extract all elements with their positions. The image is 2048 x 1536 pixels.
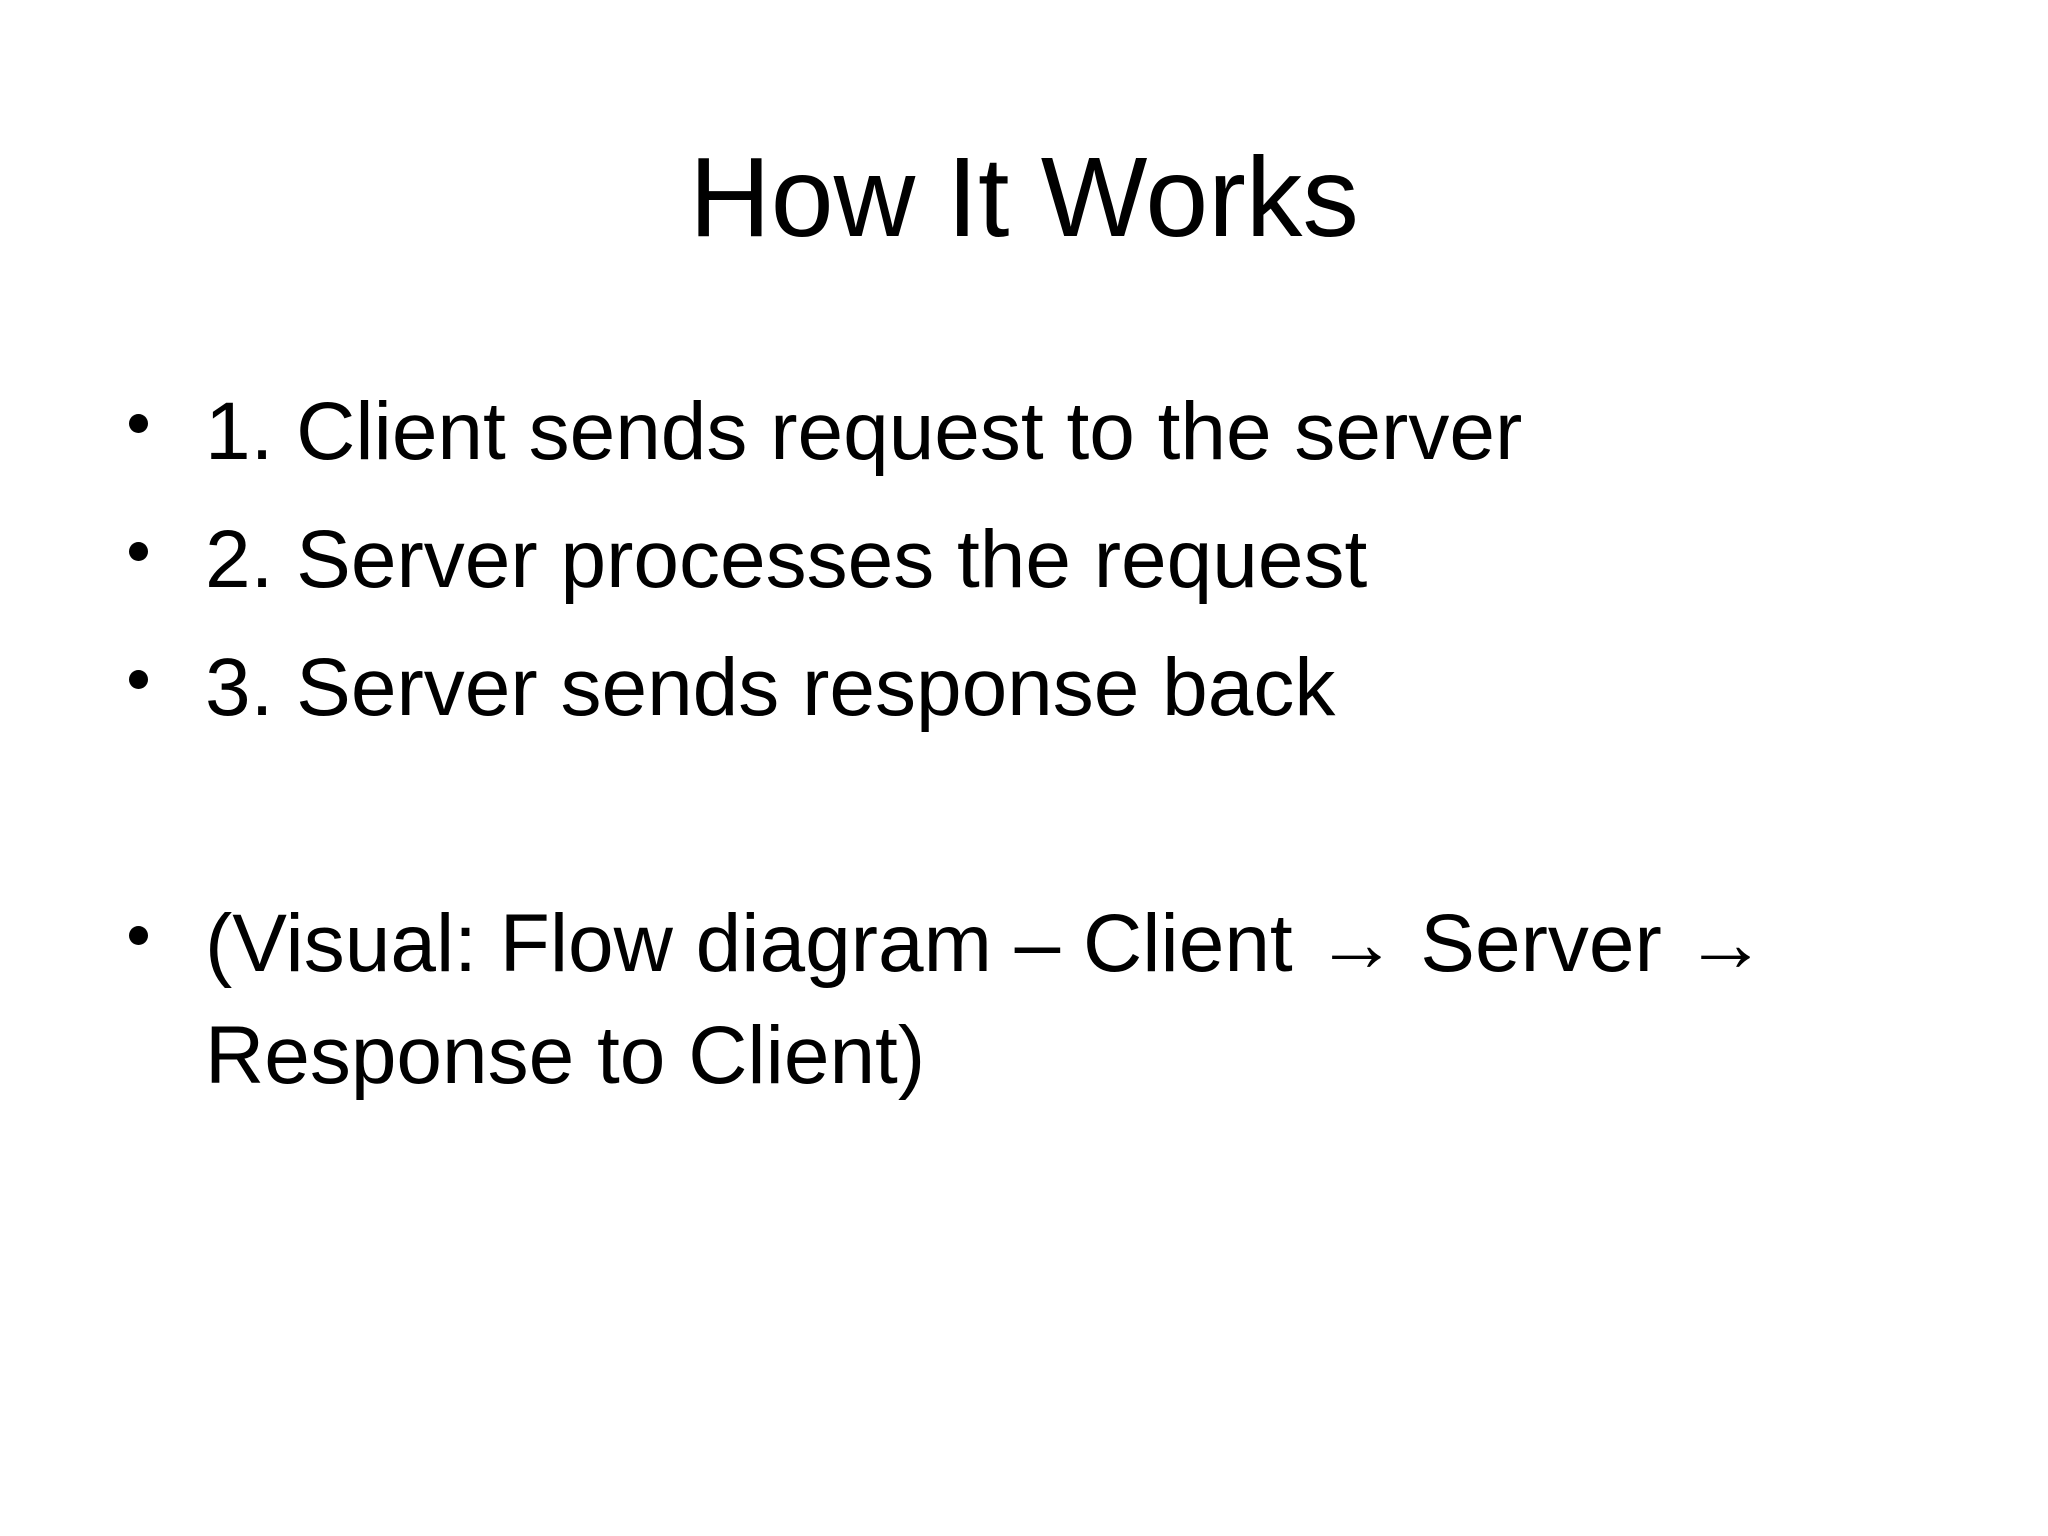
bullet-item: (Visual: Flow diagram – Client → Server … bbox=[129, 888, 1905, 1112]
bullet-text: 3. Server sends response back bbox=[205, 642, 1336, 733]
bullet-list: 1. Client sends request to the server 2.… bbox=[129, 376, 1905, 1128]
bullet-text: 2. Server processes the request bbox=[205, 514, 1368, 605]
bullet-spacer bbox=[205, 760, 1905, 872]
bullet-text: (Visual: Flow diagram – Client → Server … bbox=[205, 898, 1767, 1101]
bullet-icon bbox=[129, 670, 148, 689]
bullet-item: 3. Server sends response back bbox=[129, 632, 1905, 744]
bullet-text: 1. Client sends request to the server bbox=[205, 386, 1523, 477]
bullet-item: 1. Client sends request to the server bbox=[129, 376, 1905, 488]
bullet-item: 2. Server processes the request bbox=[129, 504, 1905, 616]
bullet-icon bbox=[129, 542, 148, 561]
bullet-icon bbox=[129, 414, 148, 433]
slide-title: How It Works bbox=[689, 134, 1359, 260]
bullet-icon bbox=[129, 926, 148, 945]
